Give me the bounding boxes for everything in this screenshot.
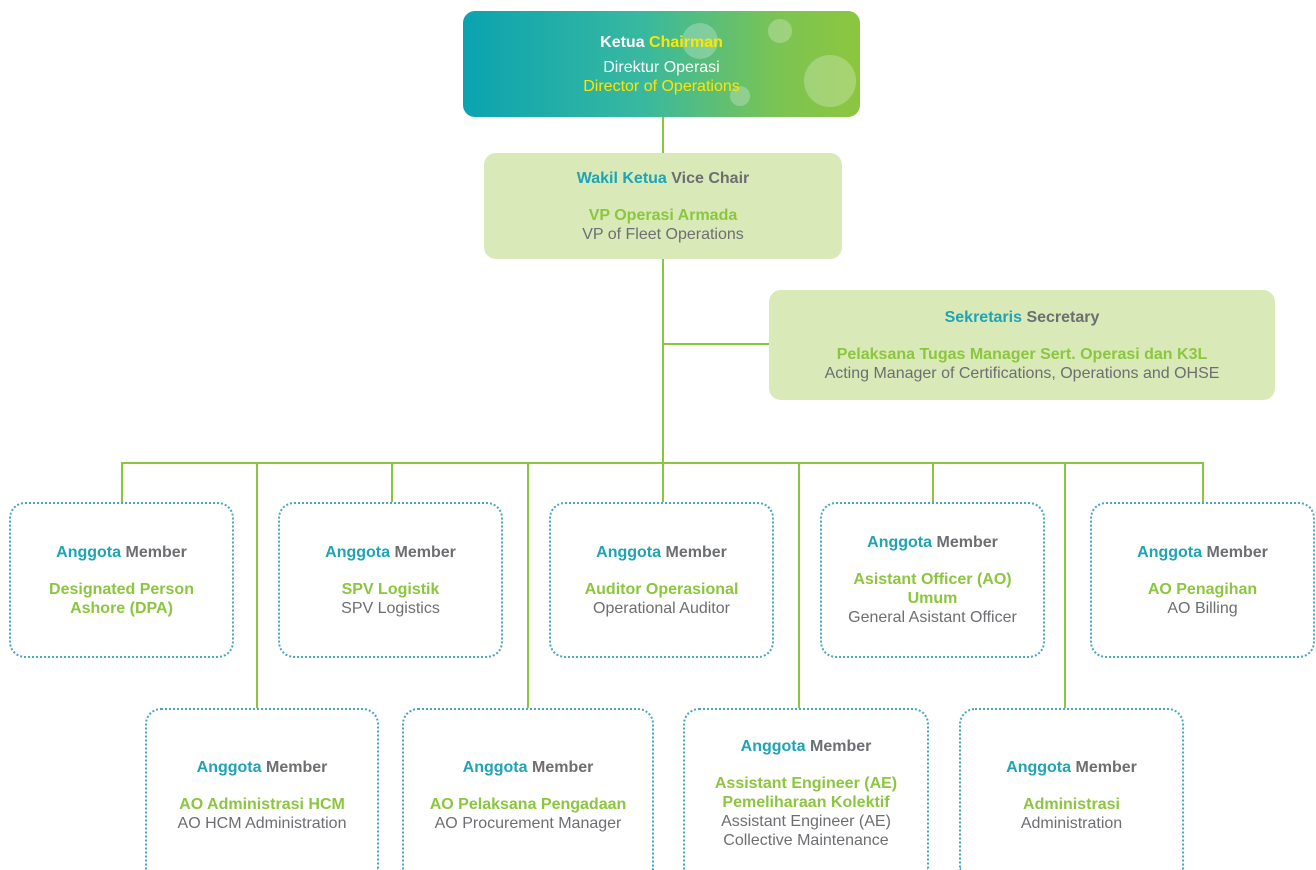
vice-chair-role-en: Vice Chair — [671, 169, 750, 187]
member-box-ao-pengadaan: Anggota Member AO Pelaksana Pengadaan AO… — [402, 708, 654, 870]
connector-secretary — [663, 343, 770, 345]
member-box-auditor: Anggota Member Auditor Operasional Opera… — [549, 502, 774, 658]
member-title-id: Asistant Officer (AO) — [853, 571, 1012, 588]
chairman-title-id: Direktur Operasi — [603, 58, 720, 76]
member-title-id: Assistant Engineer (AE) — [714, 775, 898, 792]
vice-chair-box: Wakil Ketua Vice Chair VP Operasi Armada… — [484, 153, 842, 259]
connector-member-5 — [1202, 462, 1204, 502]
connector-member-bus — [121, 462, 1204, 464]
member-title-en: AO HCM Administration — [177, 815, 347, 832]
member-label-id: Anggota — [196, 759, 262, 776]
member-title-en: AO Billing — [1167, 599, 1238, 617]
member-title-id-2: Pemeliharaan Kolektif — [722, 794, 890, 811]
member-label-id: Anggota — [740, 738, 806, 755]
member-label-id: Anggota — [1137, 543, 1203, 561]
secretary-role-en: Secretary — [1026, 308, 1100, 326]
member-title-id: AO Penagihan — [1147, 580, 1258, 598]
member-box-ao-umum: Anggota Member Asistant Officer (AO) Umu… — [820, 502, 1045, 658]
connector-bottom-1 — [256, 462, 258, 708]
chairman-role-id: Ketua — [600, 33, 645, 51]
member-title-en: Assistant Engineer (AE) — [721, 813, 891, 830]
connector-bottom-3 — [798, 462, 800, 708]
member-title-en-2: Collective Maintenance — [723, 832, 889, 849]
member-label-en: Member — [265, 759, 328, 776]
vice-chair-title-id: VP Operasi Armada — [588, 206, 738, 224]
secretary-role-id: Sekretaris — [944, 308, 1022, 326]
member-title-en: Operational Auditor — [593, 599, 730, 617]
member-title-en: SPV Logistics — [341, 599, 440, 617]
member-label-en: Member — [1075, 759, 1137, 776]
connector-main-trunk — [662, 259, 664, 504]
member-label-en: Member — [125, 543, 187, 561]
member-label-id: Anggota — [462, 759, 528, 776]
member-label-en: Member — [531, 759, 594, 776]
member-box-ae-pemeliharaan: Anggota Member Assistant Engineer (AE) P… — [683, 708, 929, 870]
member-label-id: Anggota — [867, 534, 933, 551]
connector-bottom-2 — [527, 462, 529, 708]
secretary-title-en: Acting Manager of Certifications, Operat… — [824, 364, 1220, 382]
member-box-ao-hcm: Anggota Member AO Administrasi HCM AO HC… — [145, 708, 379, 870]
member-title-id: AO Administrasi HCM — [179, 796, 345, 813]
member-title-en: AO Procurement Manager — [434, 815, 622, 832]
member-title-en: Administration — [1020, 815, 1123, 832]
chairman-role-en: Chairman — [649, 33, 723, 51]
member-label-en: Member — [394, 543, 456, 561]
secretary-box: Sekretaris Secretary Pelaksana Tugas Man… — [769, 290, 1275, 400]
vice-chair-role-id: Wakil Ketua — [576, 169, 667, 187]
vice-chair-title-en: VP of Fleet Operations — [582, 225, 744, 243]
member-box-spv-logistik: Anggota Member SPV Logistik SPV Logistic… — [278, 502, 503, 658]
member-label-en: Member — [1206, 543, 1268, 561]
member-title-id: Auditor Operasional — [584, 580, 739, 598]
member-label-id: Anggota — [325, 543, 391, 561]
member-title-id: Designated Person — [49, 580, 194, 598]
connector-member-4 — [932, 462, 934, 502]
member-label-id: Anggota — [596, 543, 662, 561]
connector-member-1 — [121, 462, 123, 502]
member-title-id: AO Pelaksana Pengadaan — [429, 796, 627, 813]
member-label-en: Member — [809, 738, 872, 755]
chairman-title-en: Director of Operations — [583, 77, 740, 95]
member-label-id: Anggota — [1006, 759, 1072, 776]
member-box-ao-penagihan: Anggota Member AO Penagihan AO Billing — [1090, 502, 1315, 658]
chairman-box: Ketua Chairman Direktur Operasi Director… — [463, 11, 860, 117]
member-box-administrasi: Anggota Member Administrasi Administrati… — [959, 708, 1184, 870]
member-title-id: Administrasi — [1023, 796, 1120, 813]
connector-chair-vice — [662, 117, 664, 153]
member-label-id: Anggota — [56, 543, 122, 561]
member-title-id-2: Umum — [907, 590, 958, 607]
secretary-title-id: Pelaksana Tugas Manager Sert. Operasi da… — [836, 345, 1208, 363]
member-label-en: Member — [665, 543, 727, 561]
member-box-dpa: Anggota Member Designated Person Ashore … — [9, 502, 234, 658]
member-title-en: General Asistant Officer — [848, 609, 1017, 626]
connector-member-2 — [391, 462, 393, 502]
member-title-id: SPV Logistik — [341, 580, 440, 598]
globe-pattern-icon — [682, 19, 856, 107]
member-label-en: Member — [936, 534, 998, 551]
connector-bottom-4 — [1064, 462, 1066, 708]
member-title-id-2: Ashore (DPA) — [70, 599, 173, 617]
